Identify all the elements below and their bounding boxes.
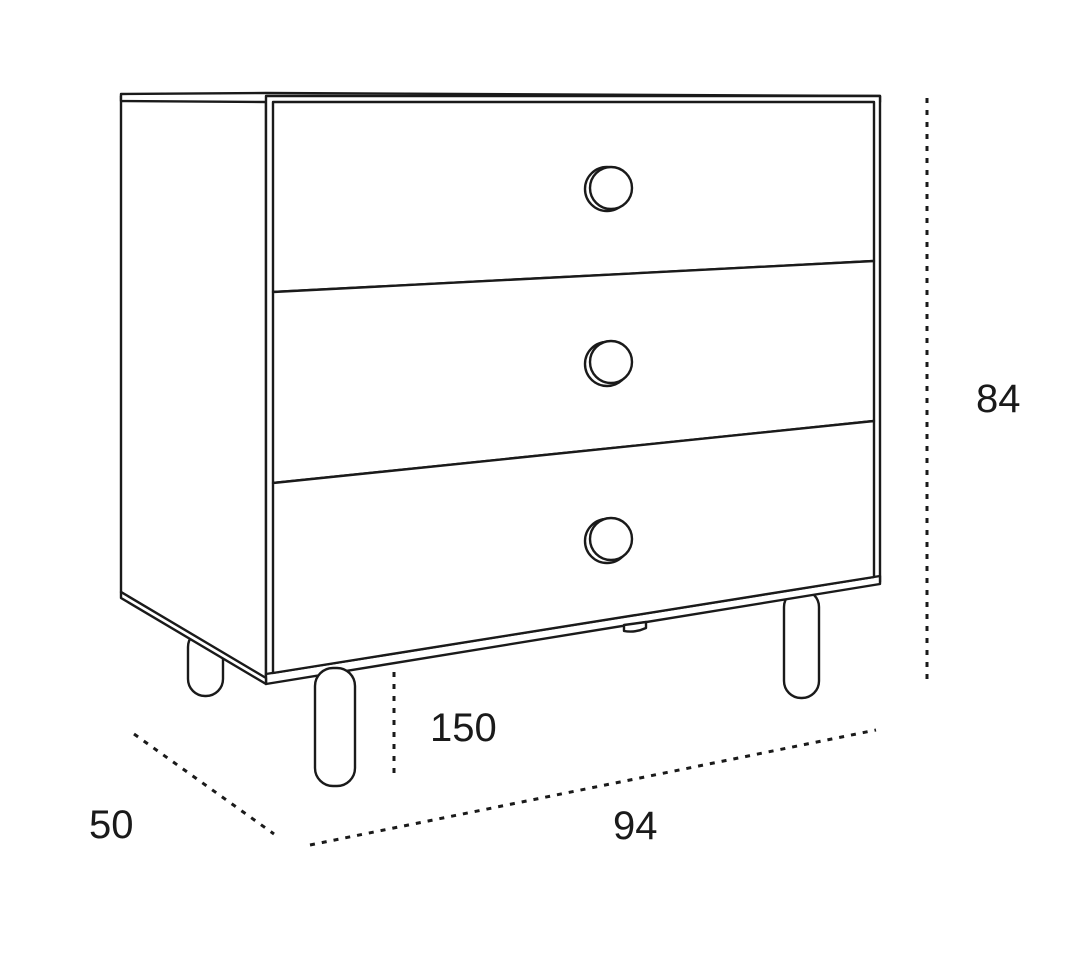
depth-label: 50 — [89, 803, 134, 847]
height-label: 84 — [976, 377, 1021, 421]
knob-middle — [583, 339, 634, 388]
knob-bottom — [583, 516, 634, 565]
leg-height-label: 150 — [430, 706, 497, 750]
drawer-top — [271, 100, 876, 294]
width-dimension-line — [309, 728, 877, 847]
width-label: 94 — [613, 804, 658, 848]
cabinet-side-panel — [119, 94, 268, 682]
bottom-tab — [622, 620, 648, 633]
back-right-leg — [782, 588, 821, 700]
front-left-leg — [313, 666, 357, 788]
knob-top — [583, 165, 634, 213]
drawer-bottom — [271, 419, 876, 675]
depth-dimension-line — [133, 732, 275, 836]
